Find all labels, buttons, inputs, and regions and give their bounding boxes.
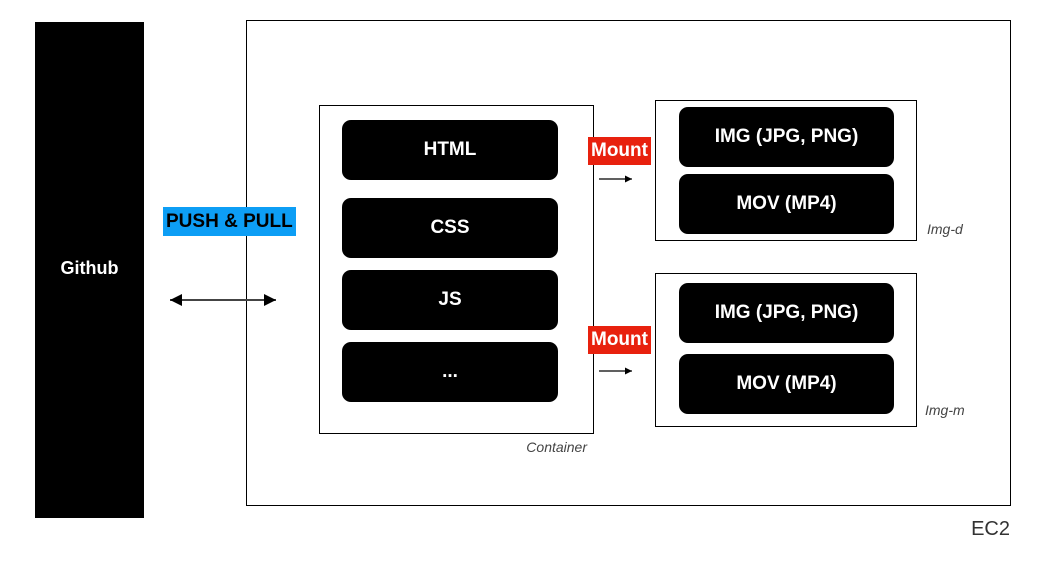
volume-img-d-item-img: IMG (JPG, PNG) xyxy=(679,107,894,167)
container-label: Container xyxy=(526,439,587,455)
push-pull-label: PUSH & PULL xyxy=(163,207,296,236)
volume-img-m-label: Img-m xyxy=(925,402,965,418)
mount-label-2: Mount xyxy=(588,326,651,354)
volume-img-m-item-mov: MOV (MP4) xyxy=(679,354,894,414)
container-item-more: ... xyxy=(342,342,558,402)
container-item-css: CSS xyxy=(342,198,558,258)
ec2-label: EC2 xyxy=(971,518,1010,540)
github-block xyxy=(35,22,144,518)
volume-img-d-label: Img-d xyxy=(927,221,963,237)
github-label: Github xyxy=(60,258,119,278)
ec2-frame xyxy=(246,20,1011,506)
volume-img-d-item-mov: MOV (MP4) xyxy=(679,174,894,234)
volume-img-m-item-img: IMG (JPG, PNG) xyxy=(679,283,894,343)
mount-label-1: Mount xyxy=(588,137,651,165)
container-item-html: HTML xyxy=(342,120,558,180)
container-item-js: JS xyxy=(342,270,558,330)
